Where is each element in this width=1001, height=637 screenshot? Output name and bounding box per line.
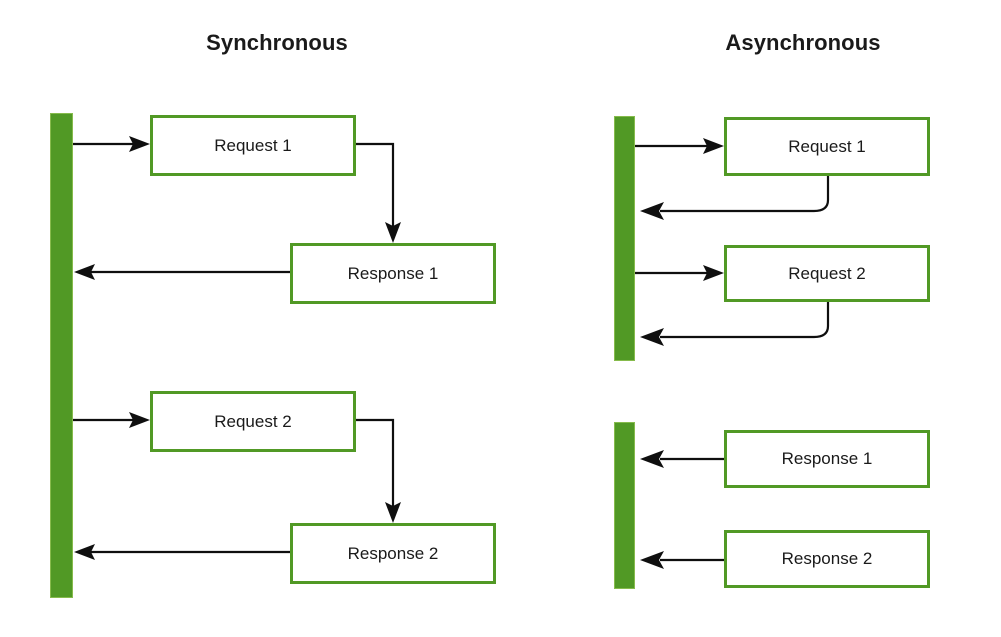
sync-arrow-request-2-to-response-2-icon [356,418,401,523]
sync-request-1-label: Request 1 [214,135,292,155]
async-request-2-label: Request 2 [788,263,866,283]
async-response-2-label: Response 2 [781,549,873,568]
async-response-2-box[interactable]: Response 2 [724,530,930,588]
sync-response-1-box[interactable]: Response 1 [290,243,496,304]
sync-response-1-label: Response 1 [347,263,439,283]
sync-client-lifeline [50,113,73,598]
panel-title-asynchronous: Asynchronous [725,30,881,55]
async-client-lifeline-bottom [614,422,635,589]
sync-response-2-label: Response 2 [347,543,439,563]
sync-arrow-response-1-to-lifeline-icon [74,264,290,280]
async-request-1-label: Request 1 [788,136,866,156]
async-request-2-box[interactable]: Request 2 [724,245,930,302]
async-arrow-response-2-to-lifeline-icon [640,551,724,569]
async-arrow-lifeline-to-request-1-icon [635,138,724,154]
async-response-1-box[interactable]: Response 1 [724,430,930,488]
sync-request-1-box[interactable]: Request 1 [150,115,356,176]
async-client-lifeline-top [614,116,635,361]
sync-request-2-label: Request 2 [214,411,292,431]
async-arrow-request-1-callback-icon [640,176,830,220]
sync-response-2-box[interactable]: Response 2 [290,523,496,584]
async-arrow-lifeline-to-request-2-icon [635,265,724,281]
async-response-1-label: Response 1 [781,449,873,468]
sync-arrow-lifeline-to-request-1-icon [73,136,150,152]
sync-arrow-request-1-to-response-1-icon [356,142,401,243]
sync-request-2-box[interactable]: Request 2 [150,391,356,452]
panel-title-synchronous: Synchronous [206,30,348,55]
sync-arrow-lifeline-to-request-2-icon [73,412,150,428]
sync-arrow-response-2-to-lifeline-icon [74,544,290,560]
async-arrow-response-1-to-lifeline-icon [640,450,724,468]
async-arrow-request-2-callback-icon [640,302,830,346]
async-request-1-box[interactable]: Request 1 [724,117,930,176]
